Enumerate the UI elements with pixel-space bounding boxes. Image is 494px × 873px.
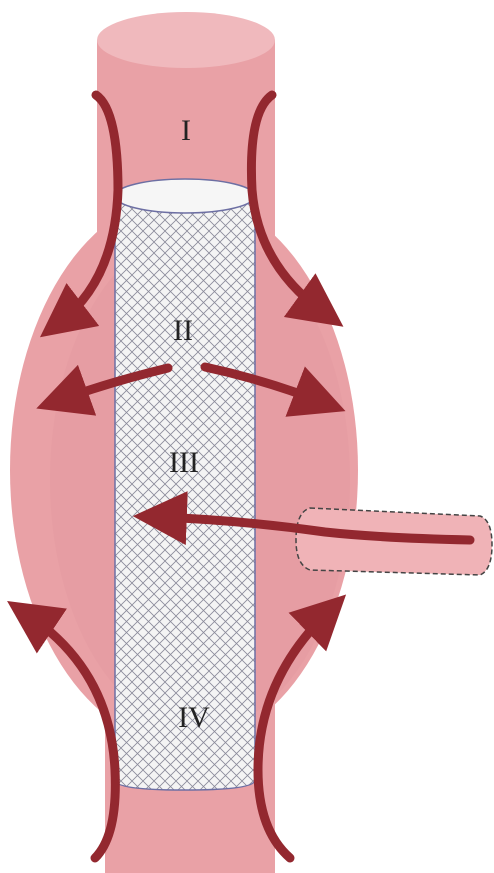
zone-label-1: I: [181, 114, 191, 147]
vessel-top-cap: [97, 12, 275, 68]
zone-label-3: III: [169, 446, 199, 479]
stent-graft-top-opening: [115, 179, 255, 213]
zone-label-2: II: [173, 314, 193, 347]
zone-label-4: IV: [178, 701, 210, 734]
stent-graft: [115, 179, 255, 790]
